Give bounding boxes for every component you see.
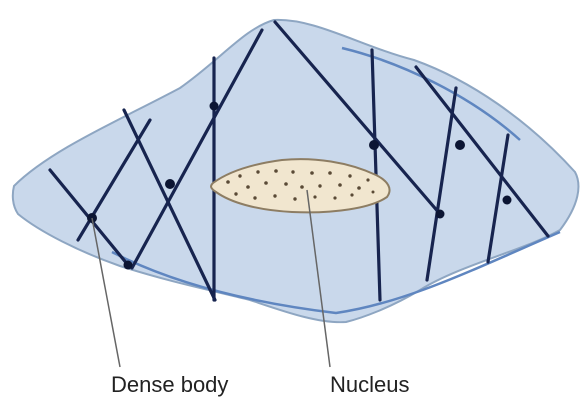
dense-body-dot <box>455 140 465 150</box>
dense-body-dot <box>436 210 445 219</box>
label-nucleus: Nucleus <box>330 372 409 397</box>
dense-body-dot <box>124 261 133 270</box>
dense-body-dot <box>210 102 219 111</box>
dense-body-dot <box>369 140 379 150</box>
dense-body-dot <box>503 196 512 205</box>
label-dense-body: Dense body <box>111 372 228 397</box>
dense-body-dot <box>165 179 175 189</box>
